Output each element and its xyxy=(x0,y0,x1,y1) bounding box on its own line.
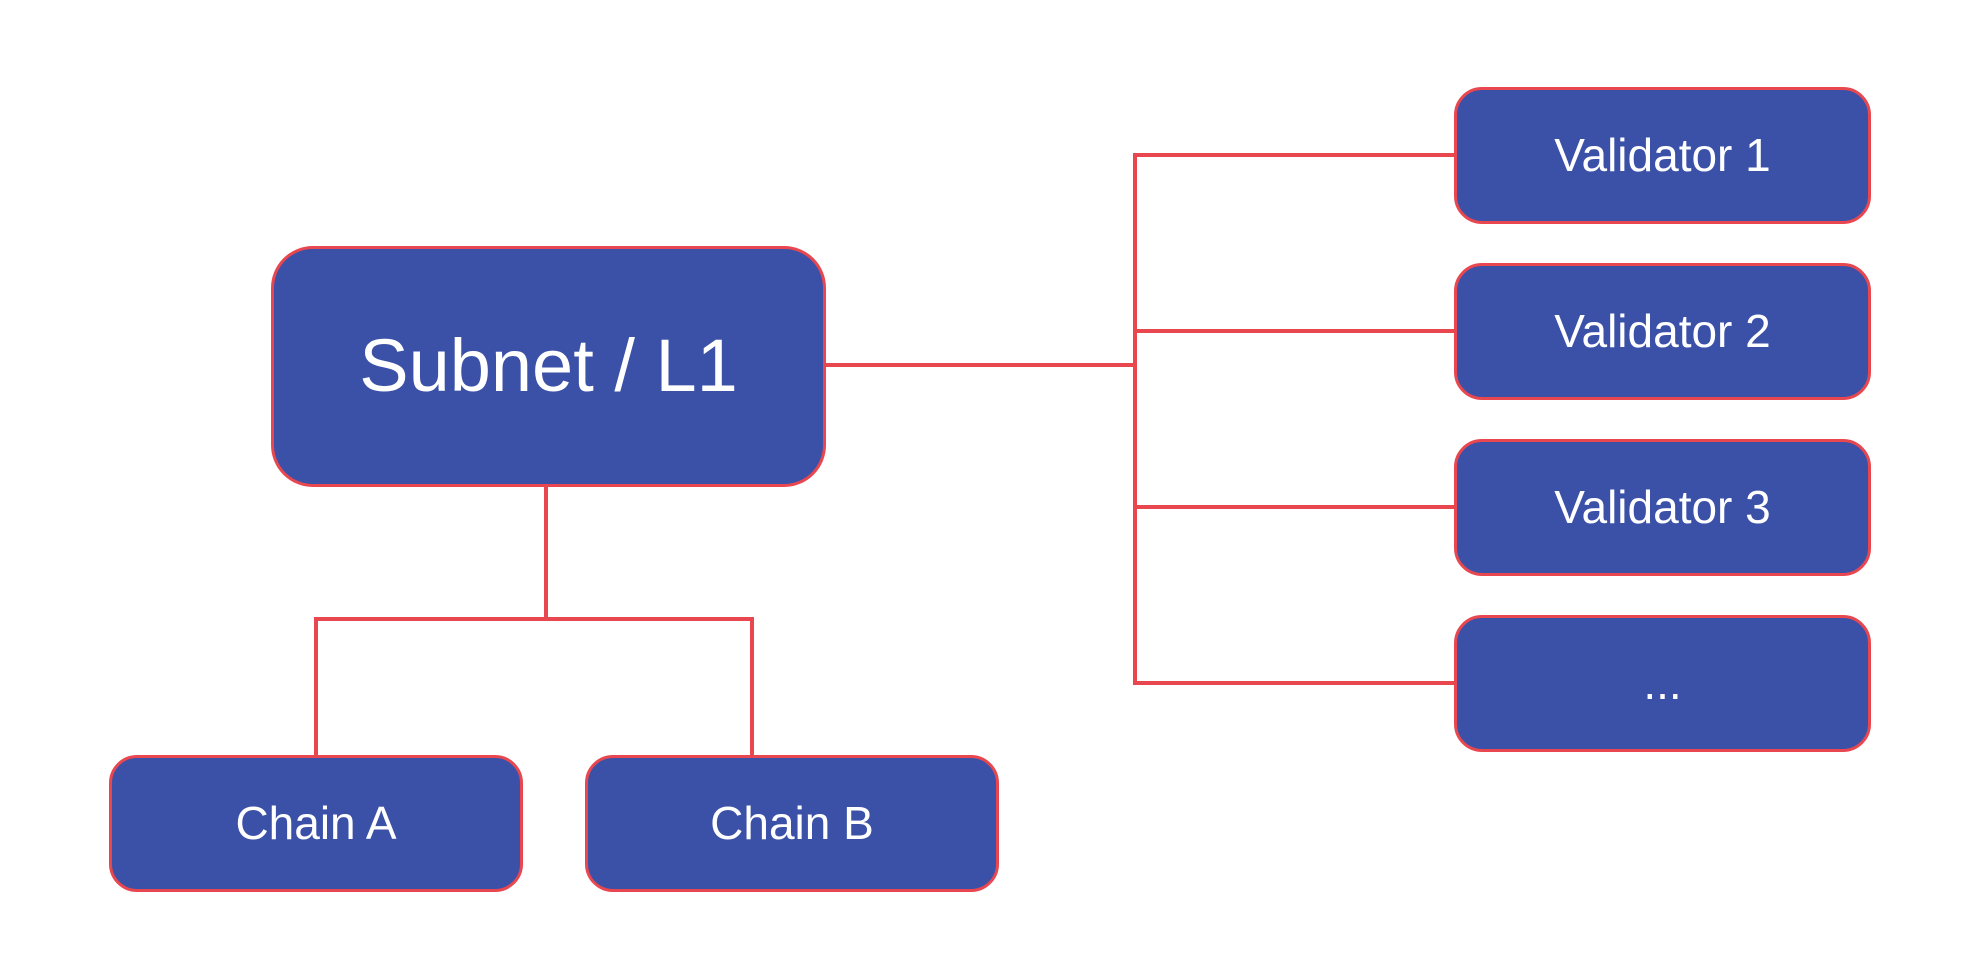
node-more-validators: ... xyxy=(1454,615,1871,752)
node-validator-1-label: Validator 1 xyxy=(1554,128,1771,181)
node-more-validators-label: ... xyxy=(1643,656,1682,709)
edge-validator-trunk xyxy=(1133,153,1137,685)
node-chain-a-label: Chain A xyxy=(235,796,397,849)
edge-branch-validator-2 xyxy=(1133,329,1454,333)
edge-chain-split-bar xyxy=(314,617,754,621)
node-chain-b-label: Chain B xyxy=(710,796,874,849)
edge-branch-more-validators xyxy=(1133,681,1454,685)
node-validator-1: Validator 1 xyxy=(1454,87,1871,224)
node-validator-2: Validator 2 xyxy=(1454,263,1871,400)
node-validator-3-label: Validator 3 xyxy=(1554,480,1771,533)
node-chain-b: Chain B xyxy=(585,755,999,892)
node-subnet: Subnet / L1 xyxy=(271,246,826,487)
node-validator-2-label: Validator 2 xyxy=(1554,304,1771,357)
edge-branch-validator-3 xyxy=(1133,505,1454,509)
edge-drop-chain-a xyxy=(314,617,318,759)
edge-subnet-to-trunk xyxy=(824,363,1137,367)
edge-branch-validator-1 xyxy=(1133,153,1454,157)
edge-drop-chain-b xyxy=(750,617,754,759)
edge-subnet-drop xyxy=(544,485,548,621)
node-validator-3: Validator 3 xyxy=(1454,439,1871,576)
node-subnet-label: Subnet / L1 xyxy=(359,324,738,408)
node-chain-a: Chain A xyxy=(109,755,523,892)
